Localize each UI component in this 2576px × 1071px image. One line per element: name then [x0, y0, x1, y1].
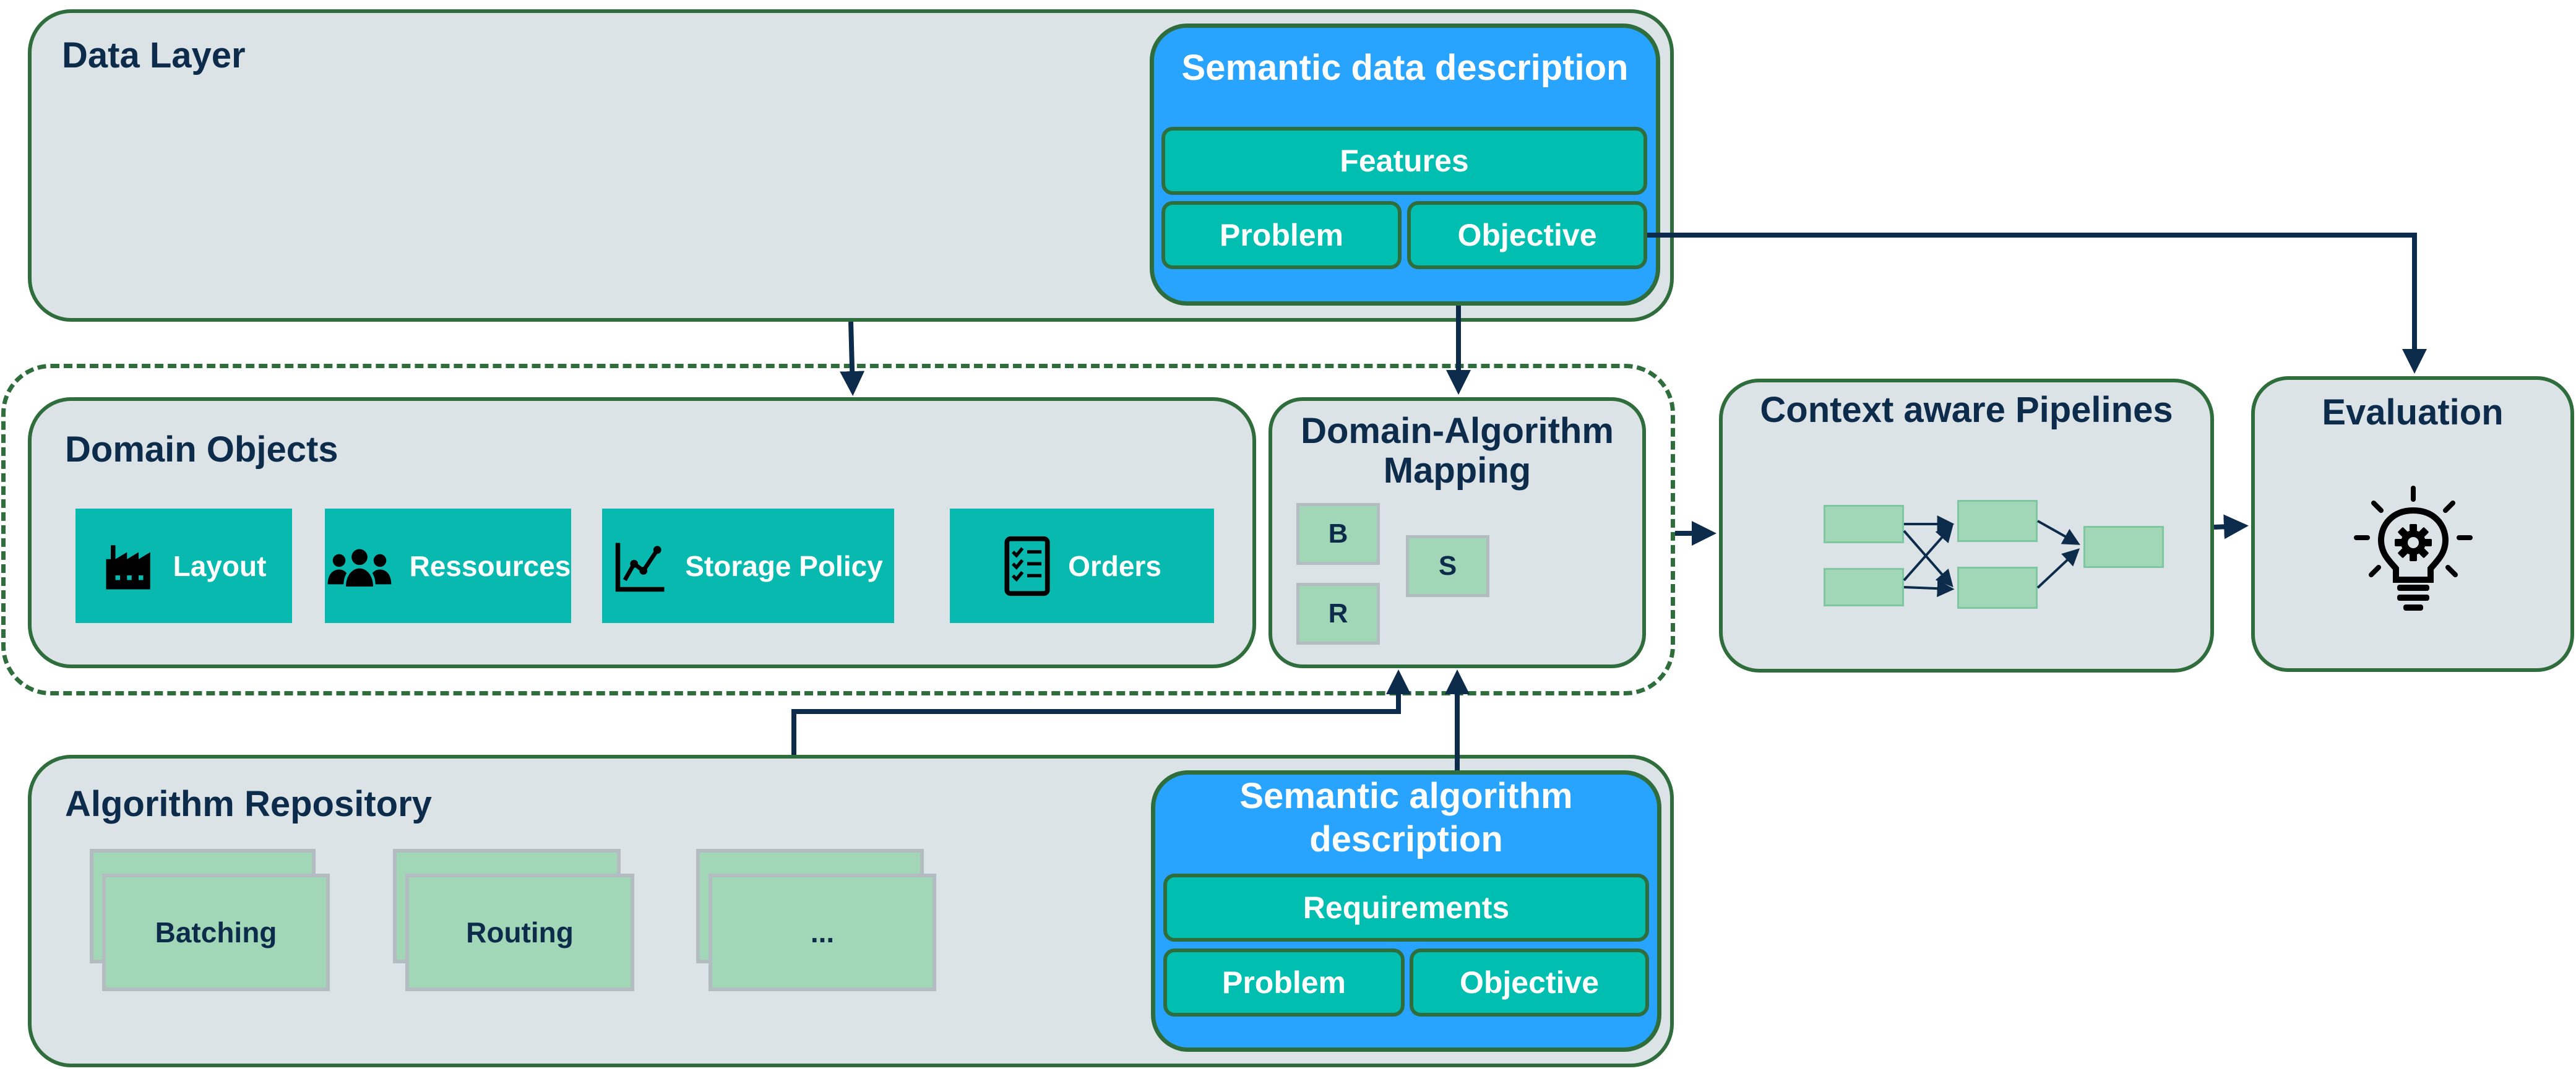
lightbulb-gear-icon — [2354, 486, 2473, 611]
domain-object-label: Orders — [1068, 549, 1161, 582]
features-box: Features — [1161, 127, 1647, 195]
pipeline-node — [1957, 500, 2038, 542]
algorithm-card-batching: Batching — [102, 874, 330, 991]
domain-group-dashed-border — [1, 364, 1675, 695]
people-icon — [327, 549, 391, 587]
algorithm-card-routing: Routing — [405, 874, 634, 991]
domain-object-label: Storage Policy — [685, 549, 883, 582]
algorithm-problem-box: Problem — [1163, 948, 1405, 1017]
domain-object-label: Layout — [173, 549, 267, 582]
pipeline-edge — [1903, 524, 1954, 582]
domain-object-storage-policy: Storage Policy — [602, 509, 894, 623]
domain-object-orders: Orders — [950, 509, 1214, 623]
arrow-objective-to-evaluation — [1647, 233, 2427, 374]
domain-object-ressources: Ressources — [325, 509, 571, 623]
context-aware-pipelines-title: Context aware Pipelines — [1760, 390, 2173, 430]
data-objective-box: Objective — [1407, 201, 1647, 269]
mapping-box-r: R — [1296, 583, 1380, 645]
pipeline-edge — [1903, 530, 1954, 588]
data-layer-title: Data Layer — [62, 35, 246, 75]
evaluation-title: Evaluation — [2322, 392, 2504, 432]
domain-object-label: Ressources — [409, 549, 571, 582]
pipeline-edge — [1903, 580, 1955, 598]
domain-algorithm-mapping-title: Domain-Algorithm Mapping — [1301, 411, 1614, 491]
pipeline-node — [1824, 568, 1904, 606]
arrow-pipelines-to-evaluation — [2213, 514, 2249, 540]
algorithm-repository-title: Algorithm Repository — [65, 784, 432, 824]
pipeline-node — [1824, 505, 1904, 543]
algorithm-objective-box: Objective — [1410, 948, 1649, 1017]
semantic-data-description-title: Semantic data description — [1181, 48, 1629, 88]
arrow-datalayer-to-domain-objects — [840, 321, 865, 396]
algorithm-card-more: ... — [709, 874, 936, 991]
factory-icon — [106, 544, 150, 589]
requirements-box: Requirements — [1163, 874, 1649, 942]
pipeline-edge — [2036, 548, 2080, 589]
domain-objects-title: Domain Objects — [65, 429, 338, 470]
data-problem-box: Problem — [1161, 201, 1402, 269]
semantic-algorithm-description-title: Semantic algorithm description — [1239, 776, 1573, 859]
domain-object-layout: Layout — [75, 509, 292, 623]
pipeline-edge — [2037, 520, 2080, 545]
mapping-box-s: S — [1406, 535, 1489, 597]
pipeline-node — [1957, 567, 2038, 609]
mapping-box-b: B — [1296, 503, 1380, 565]
checklist-icon — [1004, 536, 1050, 596]
arrow-repository-to-mapping — [791, 669, 1411, 755]
line-chart-icon — [615, 543, 665, 591]
pipeline-node — [2083, 526, 2164, 568]
